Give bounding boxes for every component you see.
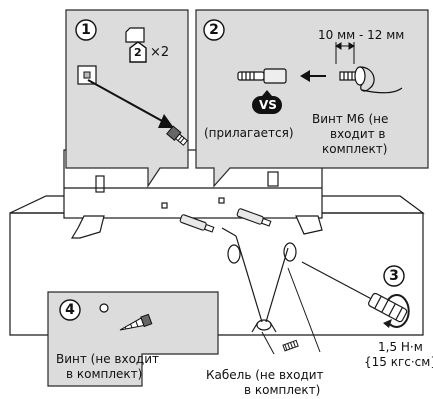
step-1-number: 1 bbox=[76, 20, 96, 40]
torque-value-kgf: {15 кгс·см} bbox=[364, 355, 433, 369]
step-3-number: 3 bbox=[384, 266, 404, 286]
pointer-lines bbox=[262, 268, 320, 354]
step-2-number: 2 bbox=[204, 20, 224, 40]
wood-screw-label-line2: в комплект) bbox=[66, 367, 142, 381]
wood-screw-label-line1: Винт (не входит bbox=[56, 352, 159, 366]
cable-line-b bbox=[266, 248, 288, 322]
bracket-house-icon bbox=[126, 28, 144, 42]
bracket-icon-digit: 2 bbox=[134, 46, 142, 60]
bracket-multiplier: ×2 bbox=[150, 46, 169, 60]
cable-line-a bbox=[236, 236, 262, 322]
tv-stand-left bbox=[72, 216, 104, 238]
m6-screw-label-line2: входит в bbox=[330, 127, 386, 141]
hole-icon bbox=[100, 304, 108, 312]
table-screw bbox=[283, 340, 298, 350]
cable-label-line2: в комплект) bbox=[244, 383, 320, 397]
cable-label-line1: Кабель (не входит bbox=[206, 368, 324, 382]
m6-screw-label-line3: комплект) bbox=[322, 142, 387, 156]
included-label: (прилагается) bbox=[204, 126, 294, 140]
dimension-label: 10 мм - 12 мм bbox=[318, 28, 404, 42]
m6-screw-label-line1: Винт M6 (не bbox=[312, 112, 388, 126]
vs-badge-label: VS bbox=[259, 98, 277, 112]
cable-link-a bbox=[222, 228, 236, 236]
cable-assembly bbox=[222, 228, 296, 332]
cable-loop-right bbox=[284, 243, 296, 261]
step-4-number: 4 bbox=[60, 300, 80, 320]
tv-stand-right bbox=[296, 216, 322, 234]
torque-value-nm: 1,5 Н·м bbox=[378, 340, 423, 354]
cable-loop-left bbox=[228, 245, 240, 263]
cable-loop-bottom bbox=[257, 320, 271, 330]
